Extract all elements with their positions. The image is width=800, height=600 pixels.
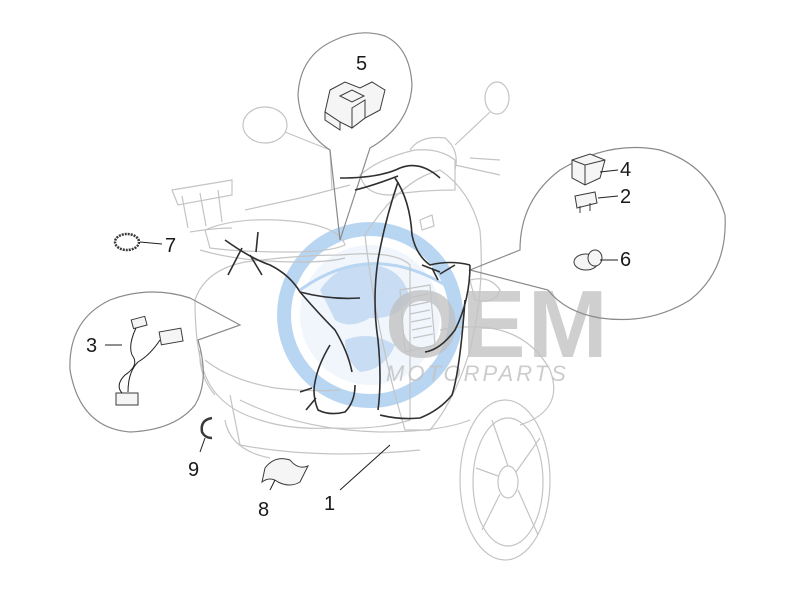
callout-bubble-4-2-6	[468, 146, 726, 321]
part-number-6: 6	[620, 249, 631, 271]
part-number-1: 1	[324, 493, 335, 515]
watermark-tagline: MOTORPARTS	[386, 361, 569, 386]
part-7-clip-icon	[113, 232, 141, 252]
callout-bubble-3	[69, 291, 242, 433]
part-number-2: 2	[620, 186, 631, 208]
part-number-9: 9	[188, 459, 199, 481]
leader-lines	[105, 169, 619, 491]
part-9-clamp-icon	[200, 416, 213, 440]
part-number-5: 5	[356, 53, 367, 75]
scooter-outline	[171, 81, 555, 561]
callout-bubble-5	[297, 32, 413, 241]
part-4-relay-icon	[571, 153, 606, 186]
part-number-8: 8	[258, 499, 269, 521]
part-8-pad-icon	[261, 458, 310, 486]
part-number-7: 7	[165, 235, 176, 257]
part-number-4: 4	[620, 159, 631, 181]
watermark-brand: OEM	[385, 271, 610, 378]
part-6-cap-icon	[573, 249, 603, 271]
part-2-fuse-icon	[574, 191, 598, 213]
part-3-sensor-icon	[115, 315, 184, 406]
part-number-3: 3	[86, 335, 97, 357]
part-5-connector-icon	[324, 81, 386, 131]
wiring-harness	[224, 164, 471, 420]
